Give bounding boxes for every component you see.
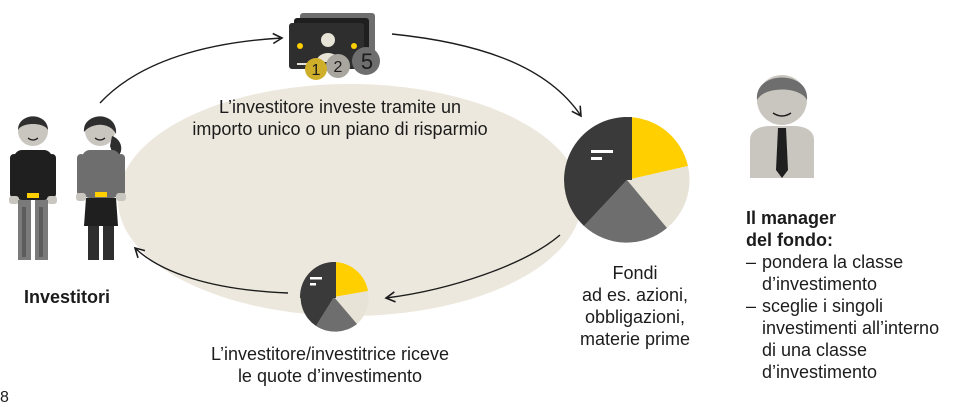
- coin-label-1: 1: [312, 62, 321, 79]
- arrow-funds-to-shares: [384, 234, 561, 303]
- investor-man-icon: [9, 116, 57, 260]
- arrow-shares-to-investors: [133, 246, 289, 294]
- funds-line: materie prime: [579, 329, 691, 349]
- funds-line: obbligazioni,: [584, 307, 686, 327]
- fund-pie-chart: [564, 116, 690, 243]
- coin-5: [352, 47, 380, 75]
- funds-line: Fondi: [612, 263, 658, 283]
- manager-title-line: del fondo:: [746, 230, 833, 250]
- investors-label: Investitori: [24, 287, 111, 307]
- coin-1: [305, 58, 327, 80]
- shares-pie-chart: [299, 261, 369, 332]
- duty-line: d’investimento: [762, 274, 878, 294]
- manager-duty-item: – pondera la classe d’investimento: [746, 251, 939, 295]
- duty-line: investimenti all’interno: [762, 318, 940, 338]
- duty-line: d’investimento: [762, 362, 878, 382]
- arrow-money-to-funds: [391, 33, 582, 118]
- coin-label-2: 2: [334, 59, 343, 76]
- duty-line: di una classe: [762, 340, 868, 360]
- manager-duties-list: – pondera la classe d’investimento – sce…: [746, 251, 939, 383]
- duty-line: sceglie i singoli: [762, 296, 884, 316]
- receive-shares-description: L’investitore/investitrice riceve le quo…: [175, 343, 485, 387]
- manager-duty-item: – sceglie i singoli investimenti all’int…: [746, 295, 939, 383]
- manager-title-line: Il manager: [746, 208, 837, 228]
- arrow-investors-to-money: [99, 32, 284, 104]
- funds-description: Fondi ad es. azioni, obbligazioni, mater…: [540, 262, 730, 350]
- page-number: 8: [0, 389, 9, 406]
- investment-description: L’investitore investe tramite un importo…: [192, 97, 488, 139]
- fund-manager-icon: [750, 75, 814, 178]
- receive-line: le quote d’investimento: [237, 366, 423, 386]
- coin-label-5: 5: [361, 49, 373, 74]
- cycle-ellipse: [118, 84, 582, 316]
- money-icon: [289, 13, 380, 80]
- dash-bullet: –: [746, 252, 757, 272]
- receive-line: L’investitore/investitrice riceve: [210, 344, 450, 364]
- coin-2: [326, 54, 350, 78]
- duty-line: pondera la classe: [762, 252, 904, 272]
- funds-line: ad es. azioni,: [581, 285, 689, 305]
- manager-title: Il manager del fondo:: [746, 207, 836, 251]
- dash-bullet: –: [746, 296, 757, 316]
- investor-woman-icon: [76, 116, 126, 260]
